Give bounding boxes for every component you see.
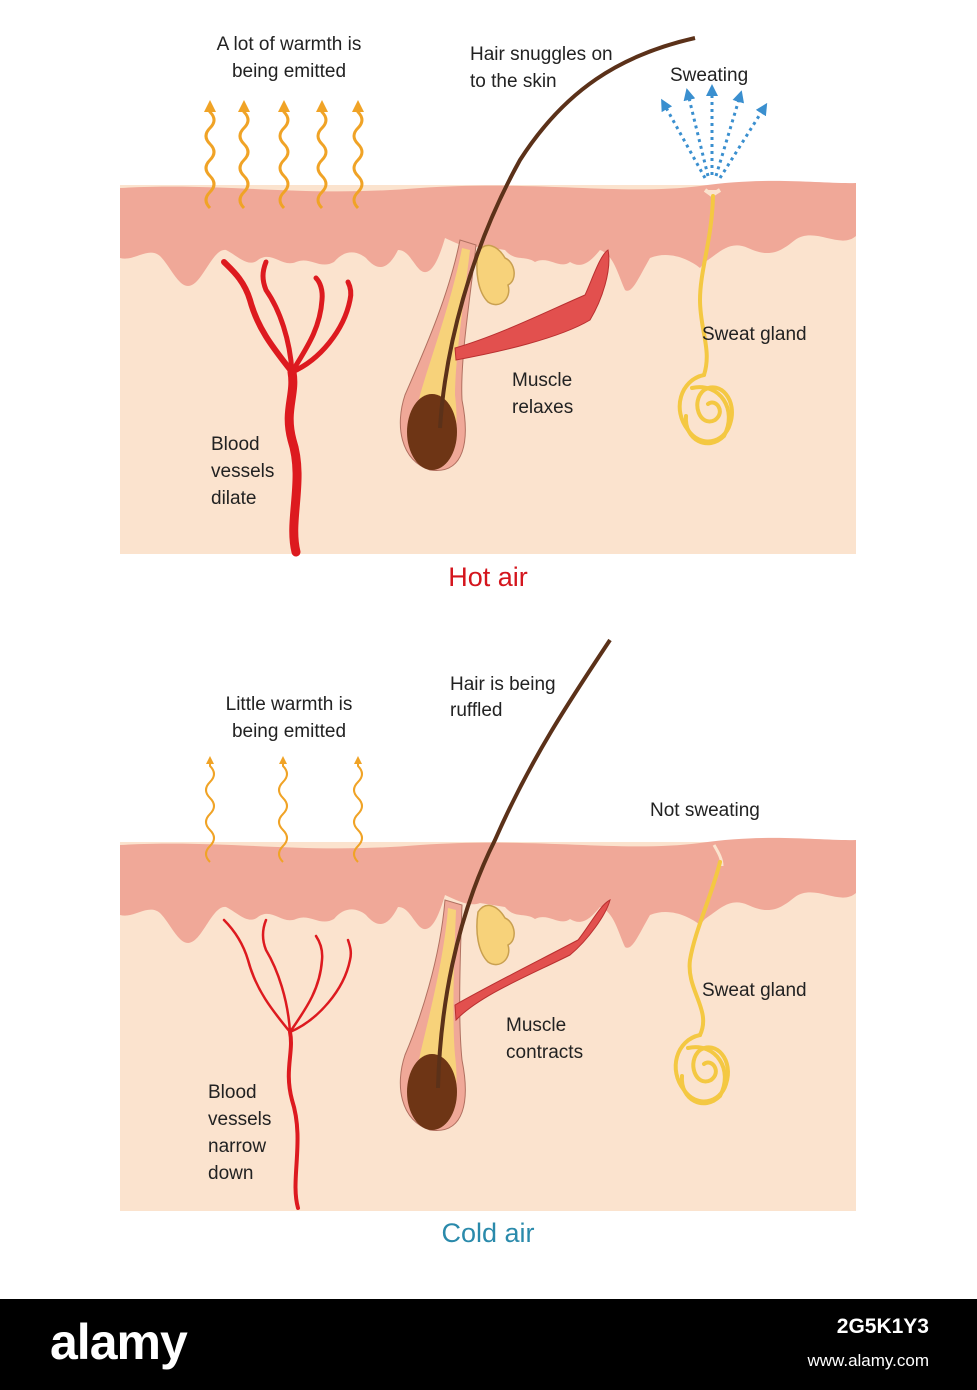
blood-label-line4: down	[208, 1163, 253, 1184]
muscle-label-line1: Muscle	[506, 1015, 566, 1036]
sweat-droplets	[661, 84, 768, 179]
arrector-pili-muscle-contracted	[454, 899, 611, 1022]
heat-wave	[278, 100, 290, 210]
heat-wave	[352, 100, 364, 210]
warmth-label-line2: being emitted	[232, 721, 346, 742]
hair-label-line2: to the skin	[470, 71, 557, 92]
blood-label-line2: vessels	[211, 461, 274, 482]
heat-waves-strong	[204, 100, 364, 210]
watermark-footer	[0, 1299, 977, 1390]
sweat-gland-inactive	[673, 860, 730, 1106]
muscle-label-line2: contracts	[506, 1042, 583, 1063]
sweat-gland-label: Sweat gland	[702, 980, 807, 1001]
hot-air-caption: Hot air	[448, 562, 528, 592]
hair-shaft	[438, 36, 696, 429]
cold-air-panel: Little warmth is being emitted Hair is b…	[120, 638, 856, 1248]
blood-label-line1: Blood	[211, 434, 260, 455]
sweat-pore-closed	[712, 844, 724, 867]
alamy-logo: alamy	[50, 1314, 188, 1370]
hair-shaft	[436, 638, 612, 1089]
hair-follicle	[399, 638, 612, 1131]
sweat-gland-active	[677, 194, 734, 446]
hair-label-line1: Hair is being	[450, 674, 556, 695]
image-id: 2G5K1Y3	[836, 1315, 929, 1338]
warmth-label-line1: A lot of warmth is	[217, 34, 362, 55]
not-sweating-label: Not sweating	[650, 800, 760, 821]
heat-wave	[316, 100, 328, 210]
site-url: www.alamy.com	[807, 1351, 929, 1370]
blood-vessels-narrowed	[222, 918, 353, 1210]
warmth-label-line1: Little warmth is	[226, 694, 353, 715]
arrector-pili-muscle-relaxed	[454, 249, 610, 361]
muscle-label-line1: Muscle	[512, 370, 572, 391]
heat-wave	[353, 756, 363, 863]
warmth-label-line2: being emitted	[232, 61, 346, 82]
heat-wave	[204, 100, 216, 210]
thermoregulation-diagram: A lot of warmth is being emitted Hair sn…	[120, 34, 856, 1248]
heat-wave	[278, 756, 288, 863]
heat-waves-weak	[205, 756, 363, 863]
epidermis	[120, 837, 856, 948]
hair-follicle	[399, 36, 696, 471]
hair-label-line2: ruffled	[450, 700, 502, 721]
epidermis	[120, 180, 856, 291]
hot-air-panel: A lot of warmth is being emitted Hair sn…	[120, 34, 856, 592]
blood-label-line2: vessels	[208, 1109, 271, 1130]
sweat-gland-label: Sweat gland	[702, 324, 807, 345]
heat-wave	[238, 100, 250, 210]
heat-wave	[205, 756, 215, 863]
sweating-label: Sweating	[670, 65, 748, 86]
blood-label-line3: dilate	[211, 488, 256, 509]
cold-air-caption: Cold air	[441, 1218, 534, 1248]
hair-label-line1: Hair snuggles on	[470, 44, 613, 65]
blood-label-line3: narrow	[208, 1136, 266, 1157]
blood-vessels-dilated	[221, 259, 354, 557]
blood-label-line1: Blood	[208, 1082, 257, 1103]
muscle-label-line2: relaxes	[512, 397, 573, 418]
